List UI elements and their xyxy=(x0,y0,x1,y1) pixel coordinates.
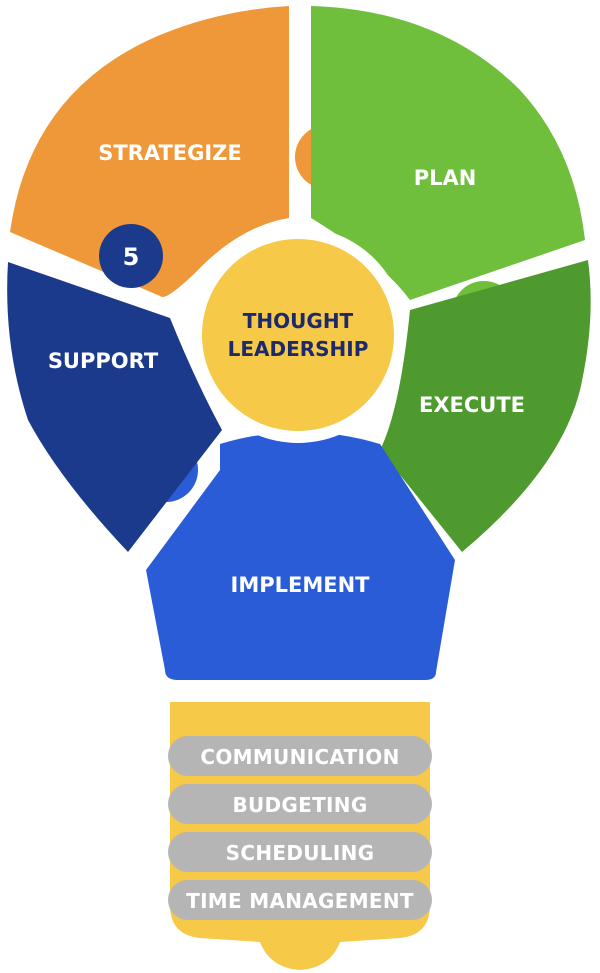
segment-support: SUPPORT 5 xyxy=(7,224,222,552)
center-core-circle xyxy=(202,239,394,431)
base-bands: COMMUNICATION BUDGETING SCHEDULING TIME … xyxy=(168,736,432,920)
segment-support-tab xyxy=(99,224,163,288)
segment-implement-shape xyxy=(146,432,455,680)
base-band-shape xyxy=(168,832,432,872)
base-band-shape xyxy=(168,784,432,824)
base-band-shape xyxy=(168,880,432,920)
base-band-communication: COMMUNICATION xyxy=(168,736,432,776)
base-band-time-management: TIME MANAGEMENT xyxy=(168,880,432,920)
bulb-base: COMMUNICATION BUDGETING SCHEDULING TIME … xyxy=(168,702,432,970)
segment-execute-shape xyxy=(380,260,591,552)
center-core: THOUGHT LEADERSHIP xyxy=(190,227,406,443)
segment-strategize-label: STRATEGIZE xyxy=(98,141,242,165)
center-title-line2: LEADERSHIP xyxy=(228,337,369,361)
segment-strategize-shape xyxy=(10,6,289,297)
base-band-label: SCHEDULING xyxy=(226,841,375,865)
segment-support-shape xyxy=(7,262,222,552)
segment-execute-label: EXECUTE xyxy=(419,393,525,417)
base-band-budgeting: BUDGETING xyxy=(168,784,432,824)
base-band-label: BUDGETING xyxy=(232,793,367,817)
base-band-scheduling: SCHEDULING xyxy=(168,832,432,872)
base-band-shape xyxy=(168,736,432,776)
segment-implement-label: IMPLEMENT xyxy=(231,573,371,597)
segment-plan-shape xyxy=(311,6,585,300)
segment-support-number: 5 xyxy=(123,243,140,271)
bulb-segments: STRATEGIZE 1 PLAN 2 EXECUTE 3 IMPLEMENT … xyxy=(7,6,591,680)
base-band-label: TIME MANAGEMENT xyxy=(186,889,414,913)
segment-plan-label: PLAN xyxy=(414,166,477,190)
center-title-line1: THOUGHT xyxy=(243,309,354,333)
base-band-label: COMMUNICATION xyxy=(200,745,399,769)
segment-support-label: SUPPORT xyxy=(48,349,159,373)
